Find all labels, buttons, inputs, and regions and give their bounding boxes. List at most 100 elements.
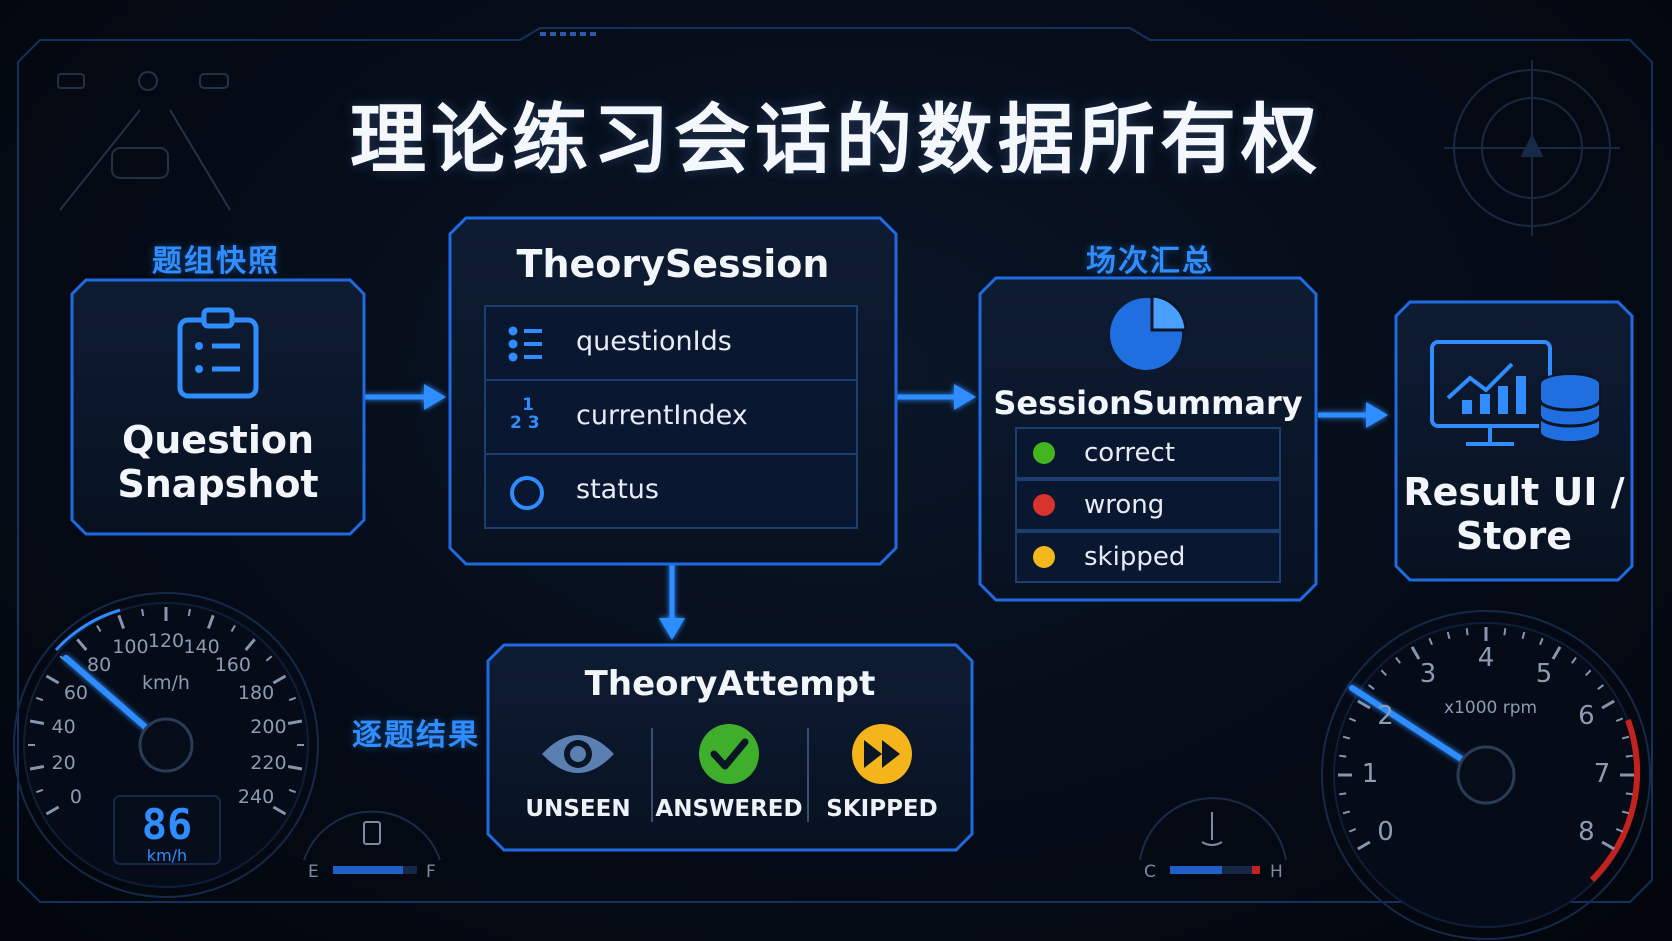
gauge-tick [265, 655, 273, 662]
gauge-tick [288, 696, 297, 702]
summary-row-wrong[interactable]: wrong [1084, 490, 1165, 520]
question-snapshot-box[interactable]: Question Snapshot [72, 418, 364, 506]
gauge-tick-label: 6 [1578, 701, 1595, 732]
gauge-tick [1625, 754, 1633, 758]
field-current-index[interactable]: currentIndex [576, 400, 748, 431]
result-store-box[interactable]: Result UI / Store [1396, 470, 1632, 558]
gauge-tick [1342, 810, 1351, 815]
rpm-unit: x1000 rpm [1444, 698, 1538, 718]
gauge-tick [1503, 628, 1507, 636]
session-summary-title: SessionSummary [993, 384, 1303, 422]
temperature-gauge [1139, 797, 1287, 874]
gauge-tick-label: 8 [1578, 817, 1595, 848]
fuel-empty-label: E [308, 862, 319, 882]
result-store-panel-frame [1394, 300, 1634, 582]
gauge-tick [29, 719, 45, 725]
flow-arrows [364, 384, 1388, 640]
theory-session-title: TheorySession [516, 242, 830, 286]
gauge-tick [1571, 656, 1577, 664]
gauge-tick [287, 719, 303, 725]
gauge-tick-label: 0 [1377, 817, 1394, 848]
gauge-tick-label: 180 [237, 681, 275, 704]
label-question-snapshot-group: 题组快照 [152, 244, 280, 279]
gauge-tick [76, 638, 88, 651]
gauge-tick [1428, 637, 1433, 646]
gauge-tick-label: 60 [63, 681, 89, 704]
gauge-tick-label: 3 [1419, 658, 1437, 689]
state-unseen[interactable]: UNSEEN [525, 796, 631, 822]
gauge-tick [1621, 810, 1630, 815]
theory-attempt-title: TheoryAttempt [584, 664, 876, 704]
gauge-tick [35, 696, 44, 702]
gauge-tick-label: 7 [1593, 759, 1611, 790]
gauge-tick [244, 638, 256, 651]
state-answered[interactable]: ANSWERED [655, 796, 803, 822]
summary-row-correct[interactable]: correct [1084, 438, 1176, 468]
question-snapshot-panel-frame [70, 278, 366, 536]
gauge-tick [96, 624, 102, 633]
summary-row-skipped[interactable]: skipped [1084, 542, 1186, 572]
gauge-tick [1348, 828, 1357, 833]
pie-chart-icon [1110, 294, 1188, 370]
gauge-tick [288, 788, 297, 794]
speed-readout-unit: km/h [146, 846, 188, 865]
question-snapshot-line2: Snapshot [117, 462, 319, 506]
field-status[interactable]: status [576, 474, 659, 505]
gauge-tick-label: 20 [51, 751, 76, 774]
page-title: 理论练习会话的数据所有权 [350, 95, 1322, 184]
radar-decoration [1444, 60, 1620, 236]
field-question-ids[interactable]: questionIds [576, 326, 732, 357]
gauge-tick-label: 80 [87, 653, 112, 676]
gauge-tick-label: 1 [1361, 759, 1379, 790]
hud-frame [17, 27, 1653, 903]
gauge-tick-label: 200 [250, 715, 287, 738]
gauge-tick [287, 765, 303, 771]
result-store-line1: Result UI / [1403, 470, 1625, 514]
status-dot-skipped [1033, 546, 1055, 568]
gauge-tick [1584, 669, 1592, 677]
gauge-tick-label: 2 [1377, 701, 1394, 732]
monitor-database-icon [1430, 340, 1602, 446]
gauge-tick [1380, 669, 1388, 677]
gauge-tick-label: 120 [147, 629, 185, 652]
gauge-tick [1339, 792, 1347, 796]
speed-unit: km/h [142, 672, 190, 694]
gauge-tick [230, 624, 236, 633]
gauge-tick [35, 788, 44, 794]
clipboard-icon [177, 307, 259, 399]
temp-hot-label: H [1270, 862, 1283, 882]
gauge-tick [1551, 646, 1562, 660]
fuel-gauge [303, 810, 441, 874]
gauge-tick [117, 614, 125, 629]
tachometer-gauge [1321, 610, 1651, 940]
gauge-tick-label: 140 [183, 635, 220, 658]
gauge-tick [45, 674, 60, 685]
thermometer-icon [1201, 812, 1223, 846]
gauge-tick-label: 220 [250, 751, 287, 774]
gauge-tick [272, 674, 287, 685]
gauge-tick-label: 240 [237, 785, 275, 808]
question-snapshot-line1: Question [121, 418, 315, 462]
speed-readout: 86 [141, 800, 193, 849]
speedometer-gauge [13, 592, 319, 898]
fuel-full-label: F [426, 862, 436, 882]
status-dot-correct [1033, 442, 1055, 464]
gauge-tick [1615, 828, 1624, 833]
gauge-tick [1539, 637, 1544, 646]
state-skipped[interactable]: SKIPPED [826, 796, 938, 822]
gauge-tick [1339, 754, 1347, 758]
gauge-tick [1597, 684, 1605, 690]
gauge-tick [187, 608, 191, 617]
fast-forward-icon [852, 724, 912, 784]
gauge-tick [1621, 735, 1630, 740]
gauge-tick-label: 100 [112, 635, 149, 658]
gauge-tick [1465, 628, 1469, 636]
gauge-tick [1615, 717, 1624, 722]
gauge-tick [1625, 792, 1633, 796]
gauge-tick [272, 805, 287, 816]
gauge-tick [1357, 699, 1371, 710]
label-session-summary-group: 场次汇总 [1086, 244, 1214, 279]
